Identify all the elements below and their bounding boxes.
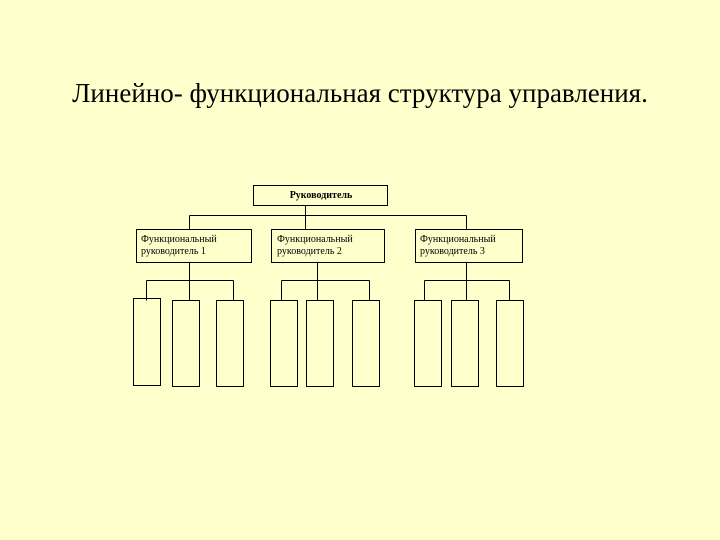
manager-box-2 [271,229,385,263]
slide-title: Линейно- функциональная структура управл… [72,78,648,108]
g1-subunit-3 [216,300,244,387]
manager-box-3 [415,229,523,263]
manager-2-line2: руководитель 2 [277,246,342,257]
manager-box-1 [136,229,252,263]
manager-3-line2: руководитель 3 [420,246,485,257]
manager-1-label: Функциональный руководитель 1 [141,234,217,258]
manager-3-line1: Функциональный [420,234,496,245]
g2-subunit-1 [270,300,298,387]
g1-subunit-2 [172,300,200,387]
g2-subunit-3 [352,300,380,387]
g3-subunit-1 [414,300,442,387]
manager-2-label: Функциональный руководитель 2 [277,234,353,258]
g3-subunit-3 [496,300,524,387]
manager-3-label: Функциональный руководитель 3 [420,234,496,258]
g2-subunit-2 [306,300,334,387]
g1-subunit-1 [133,298,161,386]
manager-2-line1: Функциональный [277,234,353,245]
top-node-label: Руководитель [289,190,353,201]
manager-1-line1: Функциональный [141,234,217,245]
manager-1-line2: руководитель 1 [141,246,206,257]
g3-subunit-2 [451,300,479,387]
top-node-box [253,185,388,206]
